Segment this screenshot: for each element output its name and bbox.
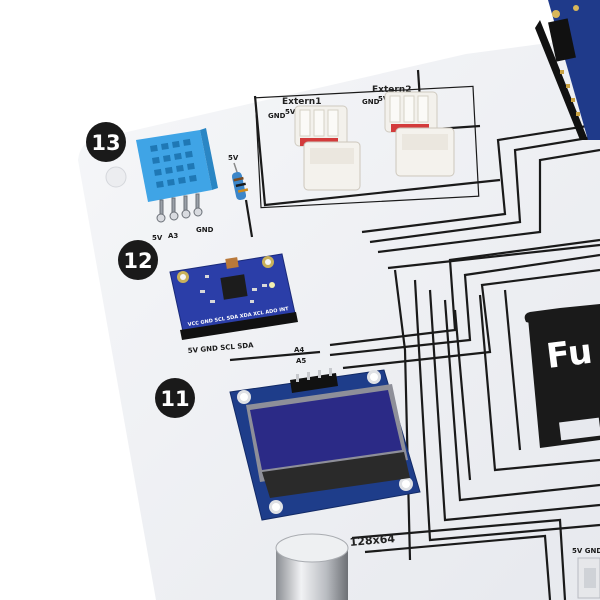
resistor: 5V (228, 154, 249, 200)
arduino-nano (535, 0, 600, 140)
sensor-11-group: 11 128x64 (155, 368, 421, 549)
badge-12-text: 12 (123, 249, 152, 273)
trace-label-a5: A5 (296, 357, 306, 365)
potentiometer-knob (275, 533, 349, 600)
sensor-12-group: 12 VCC GND SCL SDA XDA XCL ADO INT 5V GN… (118, 240, 306, 365)
extern1-label: Extern1 (282, 97, 321, 107)
badge-13-text: 13 (91, 131, 120, 155)
extern2-pin-gnd: GND (362, 98, 380, 106)
label-badge-11 (155, 378, 195, 418)
bottom-right-header: 5V GND (572, 547, 600, 599)
oled-module (229, 368, 421, 521)
extern1-pin-gnd: GND (268, 112, 286, 120)
label-badge-13 (86, 122, 126, 162)
oled-size-label: 128x64 (349, 532, 396, 549)
trace-label-a4: A4 (294, 346, 304, 354)
pcb-traces (229, 69, 600, 600)
logo-text: Fu (544, 332, 594, 377)
mounting-spacer (105, 166, 127, 188)
dht-pin-5v: 5V (152, 234, 163, 242)
logo-block: Fu (524, 304, 600, 448)
oled-screen (250, 390, 402, 470)
imu-module: VCC GND SCL SDA XDA XCL ADO INT (169, 253, 298, 340)
extern1-pin-5v: 5V (285, 108, 296, 116)
bottom-right-pins: 5V GND (572, 547, 600, 555)
resistor-label: 5V (228, 154, 239, 162)
extern2-label: Extern2 (372, 85, 411, 95)
dht-pin-gnd: GND (196, 226, 214, 234)
dht-sensor (136, 128, 218, 202)
extern-connectors-area (254, 85, 480, 209)
extern1-connector: Extern1 GND 5V A (268, 97, 361, 191)
sensor-13-group: 13 (86, 122, 249, 242)
label-badge-12 (118, 240, 158, 280)
extern2-pin-5v: 5V (378, 95, 389, 103)
badge-11-text: 11 (160, 387, 189, 411)
dht-pins (156, 193, 203, 223)
extern2-connector: Extern2 GND 5V A (362, 85, 455, 177)
dht-pin-a3: A3 (168, 232, 178, 240)
